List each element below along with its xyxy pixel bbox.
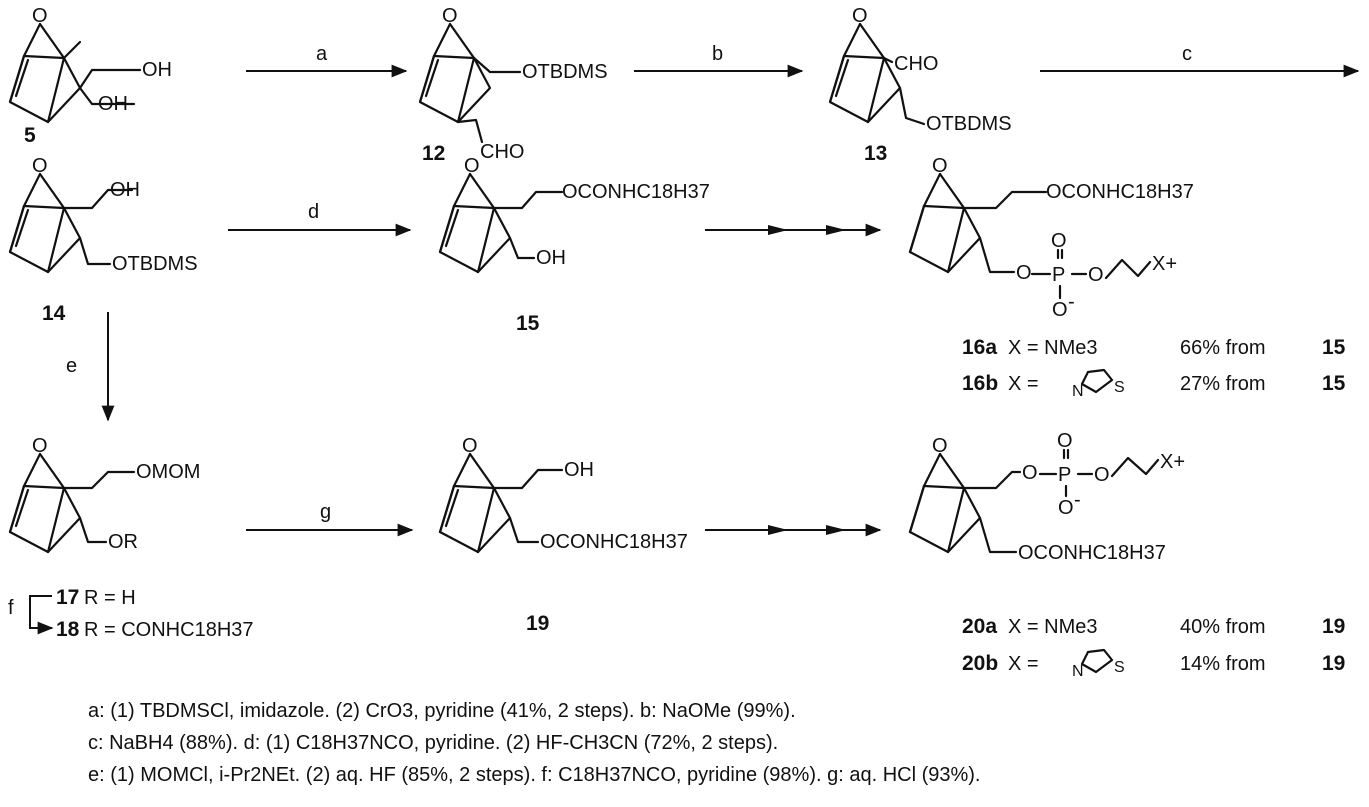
compound-number-14: 14 xyxy=(42,302,66,325)
c20a-yield: 40% from xyxy=(1180,616,1266,638)
ether-oxygen: O xyxy=(1094,464,1110,486)
compound-15: O OCONHC18H37 OH 15 xyxy=(438,155,710,335)
c14-sub2: OTBDMS xyxy=(112,253,198,275)
compound-19: O OH OCONHC18H37 19 xyxy=(438,435,688,635)
c15-sub2: OH xyxy=(536,247,566,269)
c20b-yield: 14% from xyxy=(1180,653,1266,675)
compound-20: O O P O O - O X+ OCONHC18H37 xyxy=(908,430,1185,564)
compound-number-13: 13 xyxy=(864,142,887,165)
c16b-yield-ref: 15 xyxy=(1322,372,1346,395)
compound-14: O OH OTBDMS 14 xyxy=(8,155,198,325)
c20b-yield-ref: 19 xyxy=(1322,652,1345,675)
c18-r: R = CONHC18H37 xyxy=(84,619,254,641)
footnote-line-2: c: NaBH4 (88%). d: (1) C18H37NCO, pyridi… xyxy=(88,732,788,755)
compound-number-16b: 16b xyxy=(962,372,998,395)
c16a-yield-ref: 15 xyxy=(1322,336,1346,359)
anionic-oxygen: O xyxy=(1052,299,1068,321)
compound-5: O OH OH 5 xyxy=(8,5,172,147)
compound-number-5: 5 xyxy=(24,124,36,147)
compound-number-20a: 20a xyxy=(962,615,997,638)
c16b-yield: 27% from xyxy=(1180,373,1266,395)
compound-number-20b: 20b xyxy=(962,652,998,675)
c13-sub1: CHO xyxy=(894,53,938,75)
ester-oxygen: O xyxy=(1016,262,1032,284)
c12-sub1: OTBDMS xyxy=(522,61,608,83)
compound-number-12: 12 xyxy=(422,142,445,165)
c20-sub1: OCONHC18H37 xyxy=(1018,542,1166,564)
bridge-oxygen: O xyxy=(932,155,948,177)
step-b: b xyxy=(712,43,723,65)
step-e: e xyxy=(66,355,77,377)
ether-oxygen: O xyxy=(1088,264,1104,286)
bridge-oxygen: O xyxy=(32,5,48,27)
c19-sub2: OCONHC18H37 xyxy=(540,531,688,553)
step-c: c xyxy=(1182,43,1192,65)
c19-sub1: OH xyxy=(564,459,594,481)
compound-17-18: O OMOM OR xyxy=(8,435,200,554)
c18-sub1: OMOM xyxy=(136,461,200,483)
footnote-line-3: e: (1) MOMCl, i-Pr2NEt. (2) aq. HF (85%,… xyxy=(88,764,990,787)
phosphoryl-oxygen: O xyxy=(1051,230,1067,252)
c17-r: R = H xyxy=(84,587,136,609)
step-g: g xyxy=(320,501,331,523)
c20b-x: X = xyxy=(1008,653,1039,675)
compound-number-19: 19 xyxy=(526,612,549,635)
minus-charge: - xyxy=(1074,489,1081,511)
footnote-text-1: a: (1) TBDMSCl, imidazole. (2) CrO3, pyr… xyxy=(88,700,796,722)
step-d: d xyxy=(308,201,319,223)
footnote-text-2: c: NaBH4 (88%). d: (1) C18H37NCO, pyridi… xyxy=(88,732,779,754)
bridge-oxygen: O xyxy=(464,155,480,177)
arrow-f xyxy=(29,595,54,635)
compound-number-16a: 16a xyxy=(962,336,997,359)
bridge-oxygen: O xyxy=(462,435,478,457)
c16a-yield: 66% from xyxy=(1180,337,1266,359)
phosphorus: P xyxy=(1052,264,1065,286)
footnote-text-3: e: (1) MOMCl, i-Pr2NEt. (2) aq. HF (85%,… xyxy=(88,764,981,786)
compound-number-15: 15 xyxy=(516,312,540,335)
ester-oxygen: O xyxy=(1022,462,1038,484)
c14-sub1: OH xyxy=(110,179,140,201)
c16a-x: X = NMe3 xyxy=(1008,337,1097,359)
phosphoryl-oxygen: O xyxy=(1057,430,1073,452)
c20-x: X+ xyxy=(1160,451,1185,473)
footnote-line-1: a: (1) TBDMSCl, imidazole. (2) CrO3, pyr… xyxy=(88,700,806,723)
bridge-oxygen: O xyxy=(932,435,948,457)
phosphorus: P xyxy=(1058,464,1071,486)
ring-nitrogen: N xyxy=(1072,383,1084,400)
c5-sub1: OH xyxy=(142,59,172,81)
c20a-yield-ref: 19 xyxy=(1322,615,1345,638)
anionic-oxygen: O xyxy=(1058,497,1074,519)
compound-13: O CHO OTBDMS 13 xyxy=(828,5,1012,165)
compound-number-17: 17 xyxy=(56,586,79,609)
ring-sulfur: S xyxy=(1114,659,1125,676)
c16-x: X+ xyxy=(1152,253,1177,275)
c16b-x: X = xyxy=(1008,373,1039,395)
c18-sub2: OR xyxy=(108,531,138,553)
ring-sulfur: S xyxy=(1114,379,1125,396)
bridge-oxygen: O xyxy=(442,5,458,27)
thiazolium-ring-16b: N S xyxy=(1072,368,1125,400)
compound-number-18: 18 xyxy=(56,618,80,641)
compound-16: O OCONHC18H37 O P O O - O X+ xyxy=(908,155,1194,321)
bridge-oxygen: O xyxy=(32,435,48,457)
c5-sub2: OH xyxy=(98,93,128,115)
bridge-oxygen: O xyxy=(852,5,868,27)
c13-sub2: OTBDMS xyxy=(926,113,1012,135)
c12-sub2: CHO xyxy=(480,141,524,163)
thiazolium-ring-20b: N S xyxy=(1072,648,1125,680)
c20a-x: X = NMe3 xyxy=(1008,616,1097,638)
ring-nitrogen: N xyxy=(1072,663,1084,680)
c15-sub1: OCONHC18H37 xyxy=(562,181,710,203)
step-a: a xyxy=(316,43,328,65)
step-f: f xyxy=(8,597,14,619)
compound-12: O OTBDMS CHO 12 xyxy=(418,5,608,165)
minus-charge: - xyxy=(1068,291,1075,313)
bridge-oxygen: O xyxy=(32,155,48,177)
c16-sub1: OCONHC18H37 xyxy=(1046,181,1194,203)
